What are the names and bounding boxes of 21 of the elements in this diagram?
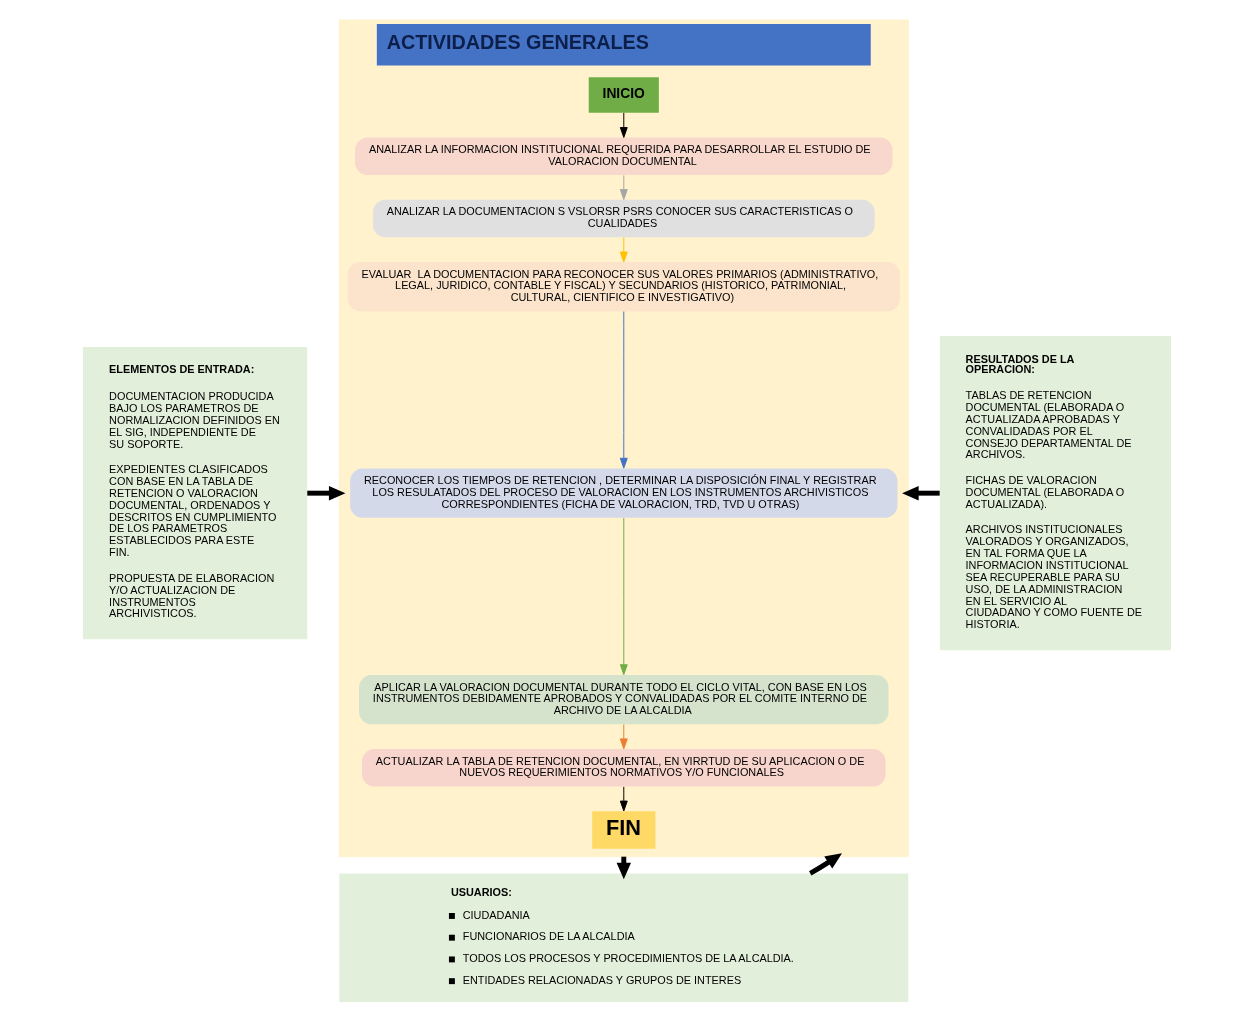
node-box: FIN (592, 811, 656, 849)
node-box: APLICAR LA VALORACION DOCUMENTAL DURANTE TODO EL CICLO VITAL, CON BASE EN LOS INSTRUMENTOS DEBIDAMENTE APROBADOS Y CONVALIDADAS POR EL COMITE INTERNO DE ARCHIVO DE LA ALCALDIA (359, 674, 889, 725)
arrow (619, 311, 628, 469)
arrow (619, 237, 628, 263)
node-box: ELEMENTOS DE ENTRADA: DOCUMENTACION PRODUCIDA BAJO LOS PARAMETROS DE NORMALIZACION DEFINIDOS EN EL SIG, INDEPENDIENTE DE SU SOPORTE. EXPEDIENTES CLASIFICADOS CON BASE EN LA TABLA DE RETENCION O VALORACION DOCUMENTAL, ORDENADOS Y DESCRITOS EN CUMPLIMIENTO DE LOS PARAMETROS ESTABLECIDOS PARA ESTE FIN. PROPUESTA DE ELABORACION Y/O ACTUALIZACION DE INSTRUMENTOS ARCHIVISTICOS. (82, 346, 308, 640)
node-box: USUARIOS: CIUDADANIA FUNCIONARIOS DE LA ALCALDIA TODOS LOS PROCESOS Y PROCEDIMIENTOS DE LA ALCALDIA. ENTIDADES RELACIONADAS Y GRUPOS DE INTERES (339, 873, 909, 1002)
node-box: ANALIZAR LA INFORMACION INSTITUCIONAL REQUERIDA PARA DESARROLLAR EL ESTUDIO DE VALORACION DOCUMENTAL (355, 137, 893, 176)
arrow (619, 517, 628, 676)
arrow (619, 724, 628, 750)
arrow (619, 112, 628, 138)
arrow (902, 485, 940, 501)
arrow (809, 853, 842, 876)
arrow (307, 485, 346, 501)
arrow (619, 174, 628, 200)
node-box: EVALUAR LA DOCUMENTACION PARA RECONOCER SUS VALORES PRIMARIOS (ADMINISTRATIVO, LEGAL, JURIDICO, CONTABLE Y FISCAL) Y SECUNDARIOS (HISTORICO, PATRIMONIAL, CULTURAL, CIENTIFICO E INVESTIGATIVO) (347, 262, 900, 312)
node-box: ACTUALIZAR LA TABLA DE RETENCION DOCUMENTAL, EN VIRRTUD DE SU APLICACION O DE NUEVOS REQUERIMIENTOS NORMATIVOS Y/O FUNCIONALES (362, 749, 886, 787)
node-box: INICIO (588, 77, 659, 113)
arrow (619, 786, 628, 812)
node-box: RESULTADOS DE LA OPERACION: TABLAS DE RETENCION DOCUMENTAL (ELABORADA O ACTUALIZADA APROBADAS Y CONVALIDADAS POR EL CONSEJO DEPARTAMENTAL DE ARCHIVOS. FICHAS DE VALORACION DOCUMENTAL (ELABORADA O ACTUALIZADA). ARCHIVOS INSTITUCIONALES VALORADOS Y ORGANIZADOS, EN TAL FORMA QUE LA INFORMACION INSTITUCIONAL SEA RECUPERABLE PARA SU USO, DE LA ADMINISTRACION EN EL SERVICIO AL CIUDADANO Y COMO FUENTE DE HISTORIA. (939, 336, 1172, 651)
node-box: ANALIZAR LA DOCUMENTACION S VSLORSR PSRS CONOCER SUS CARACTERISTICAS O CUALIDADES (372, 199, 875, 238)
node-box: RECONOCER LOS TIEMPOS DE RETENCION , DETERMINAR LA DISPOSICIÓN FINAL Y REGISTRAR LOS RESULATADOS DEL PROCESO DE VALORACION EN LOS INSTRUMENTOS ARCHIVISTICOS CORRESPONDIENTES (FICHA DE VALORACION, TRD, TVD U OTRAS) (350, 468, 898, 518)
